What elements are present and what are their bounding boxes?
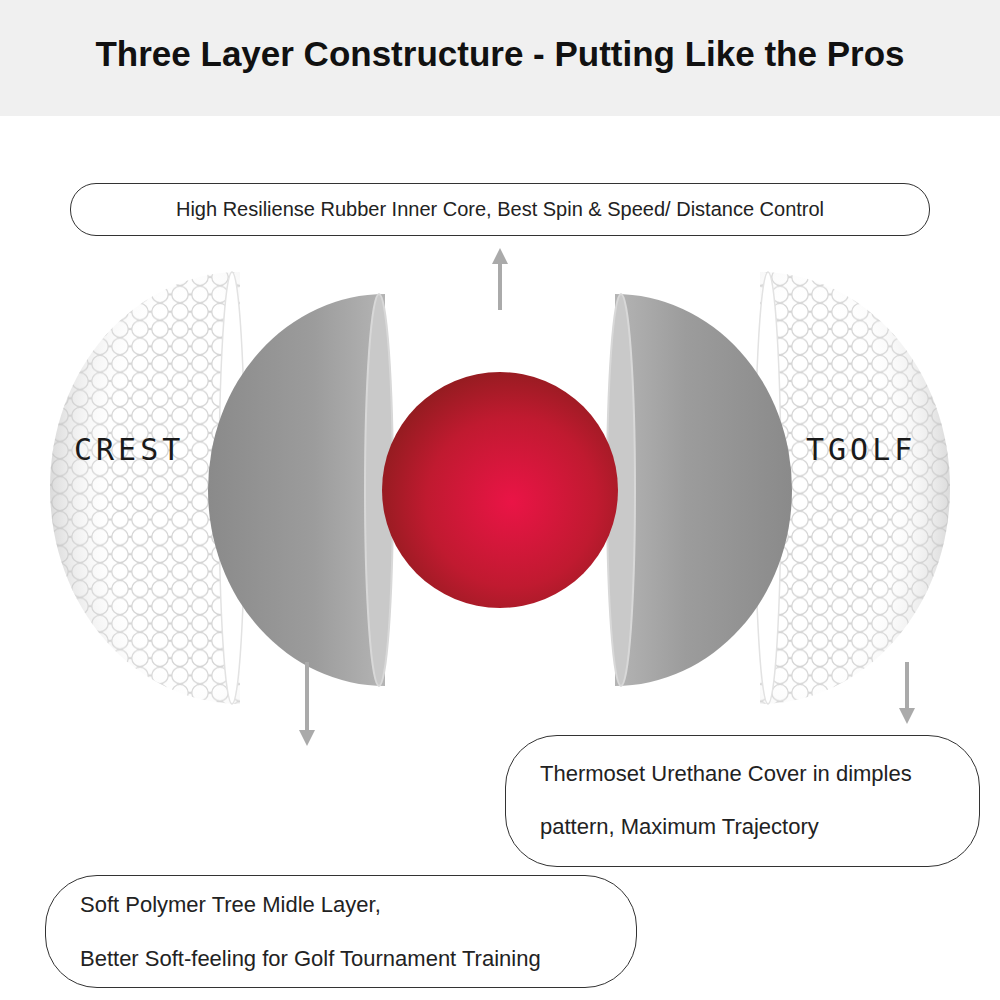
mantle-half [208,294,385,686]
ball-print: CREST [74,432,184,467]
ball-print: TGOLF [806,432,916,467]
rubber-core [382,372,618,608]
callout-box: Thermoset Urethane Cover in dimples patt… [505,735,980,867]
page-title: Three Layer Constructure - Putting Like … [20,34,980,74]
leader-arrow [305,662,309,738]
callout-box: Soft Polymer Tree Midle Layer, Better Sof… [45,875,637,988]
callout-text: Soft Polymer Tree Midle Layer, [80,890,614,920]
callout-box: High Resiliense Rubber Inner Core, Best … [70,183,930,236]
callout-text: Better Soft-feeling for Golf Tournament … [80,944,614,974]
leader-arrow [905,662,909,716]
leader-arrow [498,256,502,310]
mantle-half [615,294,792,686]
callout-text: Thermoset Urethane Cover in dimples patt… [540,748,957,854]
callout-text: High Resiliense Rubber Inner Core, Best … [91,196,909,223]
